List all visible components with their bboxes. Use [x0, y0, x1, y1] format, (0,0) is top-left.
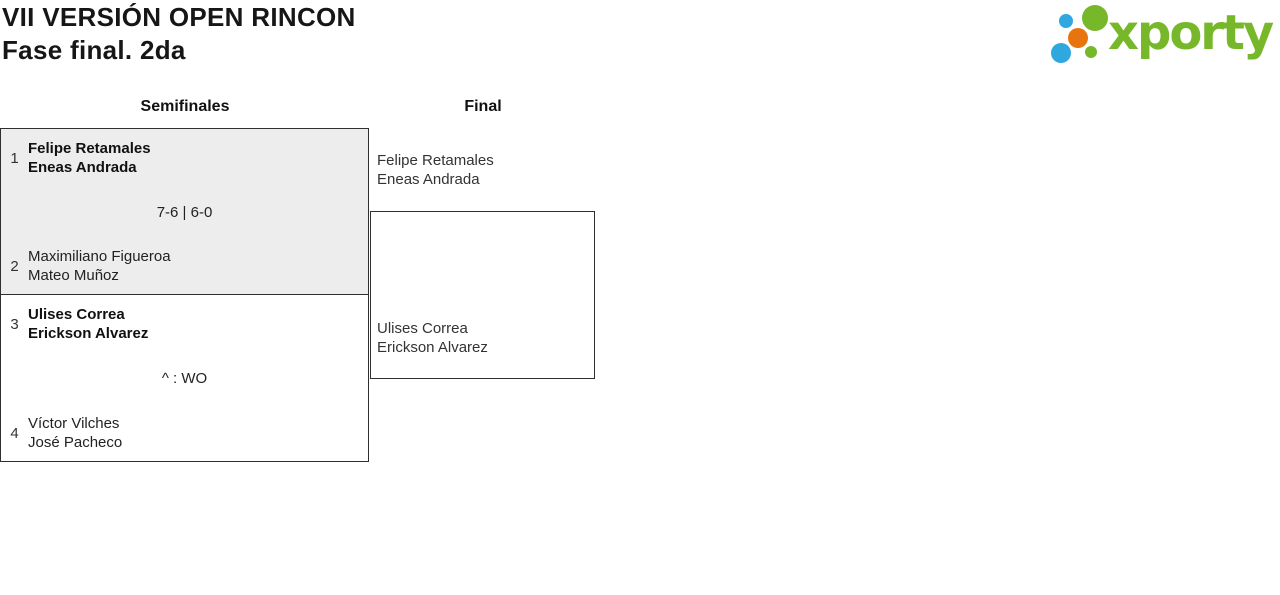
final-slot-team-1: Felipe Retamales Eneas Andrada	[377, 151, 494, 189]
player-name: Víctor Vilches	[28, 415, 120, 432]
team-players: Maximiliano Figueroa Mateo Muñoz	[28, 247, 171, 285]
team-players: Felipe Retamales Eneas Andrada	[28, 139, 151, 177]
seed-number: 1	[10, 149, 19, 167]
match-box-semifinal-1: 1 Felipe Retamales Eneas Andrada 7-6 | 6…	[0, 128, 369, 295]
team-row: 4 Víctor Vilches José Pacheco	[1, 414, 368, 452]
player-name: Ulises Correa	[28, 306, 125, 323]
player-name: Erickson Alvarez	[377, 339, 488, 356]
xporty-logo[interactable]: xporty	[1048, 3, 1278, 75]
player-name: Eneas Andrada	[28, 159, 137, 176]
player-name: Maximiliano Figueroa	[28, 248, 171, 265]
player-name: Felipe Retamales	[28, 140, 151, 157]
xporty-logo-text: xporty	[1108, 5, 1274, 61]
player-name: Erickson Alvarez	[28, 325, 149, 342]
match-box-final	[370, 211, 595, 379]
round-header-final: Final	[464, 98, 502, 115]
player-name: Eneas Andrada	[377, 171, 480, 188]
round-header-semifinals: Semifinales	[140, 98, 230, 115]
tournament-title: VII VERSIÓN OPEN RINCON Fase final. 2da	[2, 1, 356, 67]
player-name: Felipe Retamales	[377, 152, 494, 169]
player-name: Mateo Muñoz	[28, 267, 119, 284]
tournament-phase-line2: Fase final. 2da	[2, 35, 186, 65]
team-players: Ulises Correa Erickson Alvarez	[28, 305, 148, 343]
seed-number: 4	[10, 424, 19, 442]
team-row: 3 Ulises Correa Erickson Alvarez	[1, 305, 368, 343]
seed-number: 3	[10, 315, 19, 333]
seed-number: 2	[10, 257, 19, 275]
player-name: Ulises Correa	[377, 320, 468, 337]
match-score: 7-6 | 6-0	[156, 203, 213, 221]
team-row: 1 Felipe Retamales Eneas Andrada	[1, 139, 368, 177]
match-box-semifinal-2: 3 Ulises Correa Erickson Alvarez ^ : WO …	[0, 294, 369, 462]
match-score: ^ : WO	[161, 370, 208, 387]
tournament-title-line1: VII VERSIÓN OPEN RINCON	[2, 2, 356, 32]
team-row: 2 Maximiliano Figueroa Mateo Muñoz	[1, 247, 368, 285]
player-name: José Pacheco	[28, 434, 123, 451]
xporty-logo-dots-icon	[1051, 5, 1108, 63]
final-slot-team-2: Ulises Correa Erickson Alvarez	[377, 319, 488, 357]
team-players: Víctor Vilches José Pacheco	[28, 414, 122, 452]
